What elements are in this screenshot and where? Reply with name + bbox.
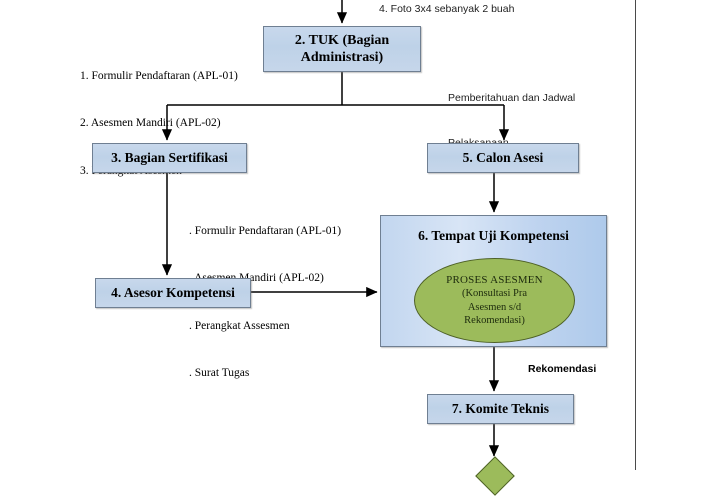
node-komite-teknis-label: 7. Komite Teknis xyxy=(451,400,550,416)
node-tuk-administrasi-line-1: 2. TUK (Bagian xyxy=(294,32,390,48)
note-pemberitahuan-line-1: Pemberitahuan dan Jadwal xyxy=(448,91,576,104)
node-komite-teknis[interactable]: 7. Komite Teknis xyxy=(427,394,574,424)
flowchart-canvas: 4. Foto 3x4 sebanyak 2 buah 1. Formulir … xyxy=(80,0,636,496)
node-tempat-uji-kompetensi-label: 6. Tempat Uji Kompetensi xyxy=(418,228,569,243)
decision-diamond[interactable] xyxy=(475,456,515,496)
proses-asesmen-line-4: Rekomendasi) xyxy=(464,315,525,327)
proses-asesmen-line-1: PROSES ASESMEN xyxy=(446,274,543,287)
node-tuk-administrasi-line-2: Administrasi) xyxy=(300,50,384,65)
note-left-list: 1. Formulir Pendaftaran (APL-01) 2. Ases… xyxy=(80,37,238,211)
note-mid-list-item-3: . Perangkat Assesmen xyxy=(189,319,290,332)
node-bagian-sertifikasi-label: 3. Bagian Sertifikasi xyxy=(111,149,228,165)
node-asesor-kompetensi[interactable]: 4. Asesor Kompetensi xyxy=(95,278,251,308)
note-mid-list-item-1: . Formulir Pendaftaran (APL-01) xyxy=(189,224,342,237)
note-mid-list-item-4: . Surat Tugas xyxy=(189,367,250,380)
note-left-list-item-2: 2. Asesmen Mandiri (APL-02) xyxy=(80,117,221,130)
note-rekomendasi: Rekomendasi xyxy=(528,363,597,375)
proses-asesmen-ellipse[interactable]: PROSES ASESMEN (Konsultasi Pra Asesmen s… xyxy=(414,258,575,343)
node-tuk-administrasi[interactable]: 2. TUK (Bagian Administrasi) xyxy=(263,26,421,72)
node-asesor-kompetensi-label: 4. Asesor Kompetensi xyxy=(111,284,235,300)
node-bagian-sertifikasi[interactable]: 3. Bagian Sertifikasi xyxy=(92,143,247,173)
note-top-right: 4. Foto 3x4 sebanyak 2 buah xyxy=(379,3,515,15)
proses-asesmen-line-3: Asesmen s/d xyxy=(467,301,522,313)
proses-asesmen-line-2: (Konsultasi Pra xyxy=(461,288,528,300)
node-calon-asesi[interactable]: 5. Calon Asesi xyxy=(427,143,579,173)
note-left-list-item-1: 1. Formulir Pendaftaran (APL-01) xyxy=(80,69,238,82)
page-right-rule xyxy=(635,0,636,470)
node-calon-asesi-label: 5. Calon Asesi xyxy=(462,149,544,165)
